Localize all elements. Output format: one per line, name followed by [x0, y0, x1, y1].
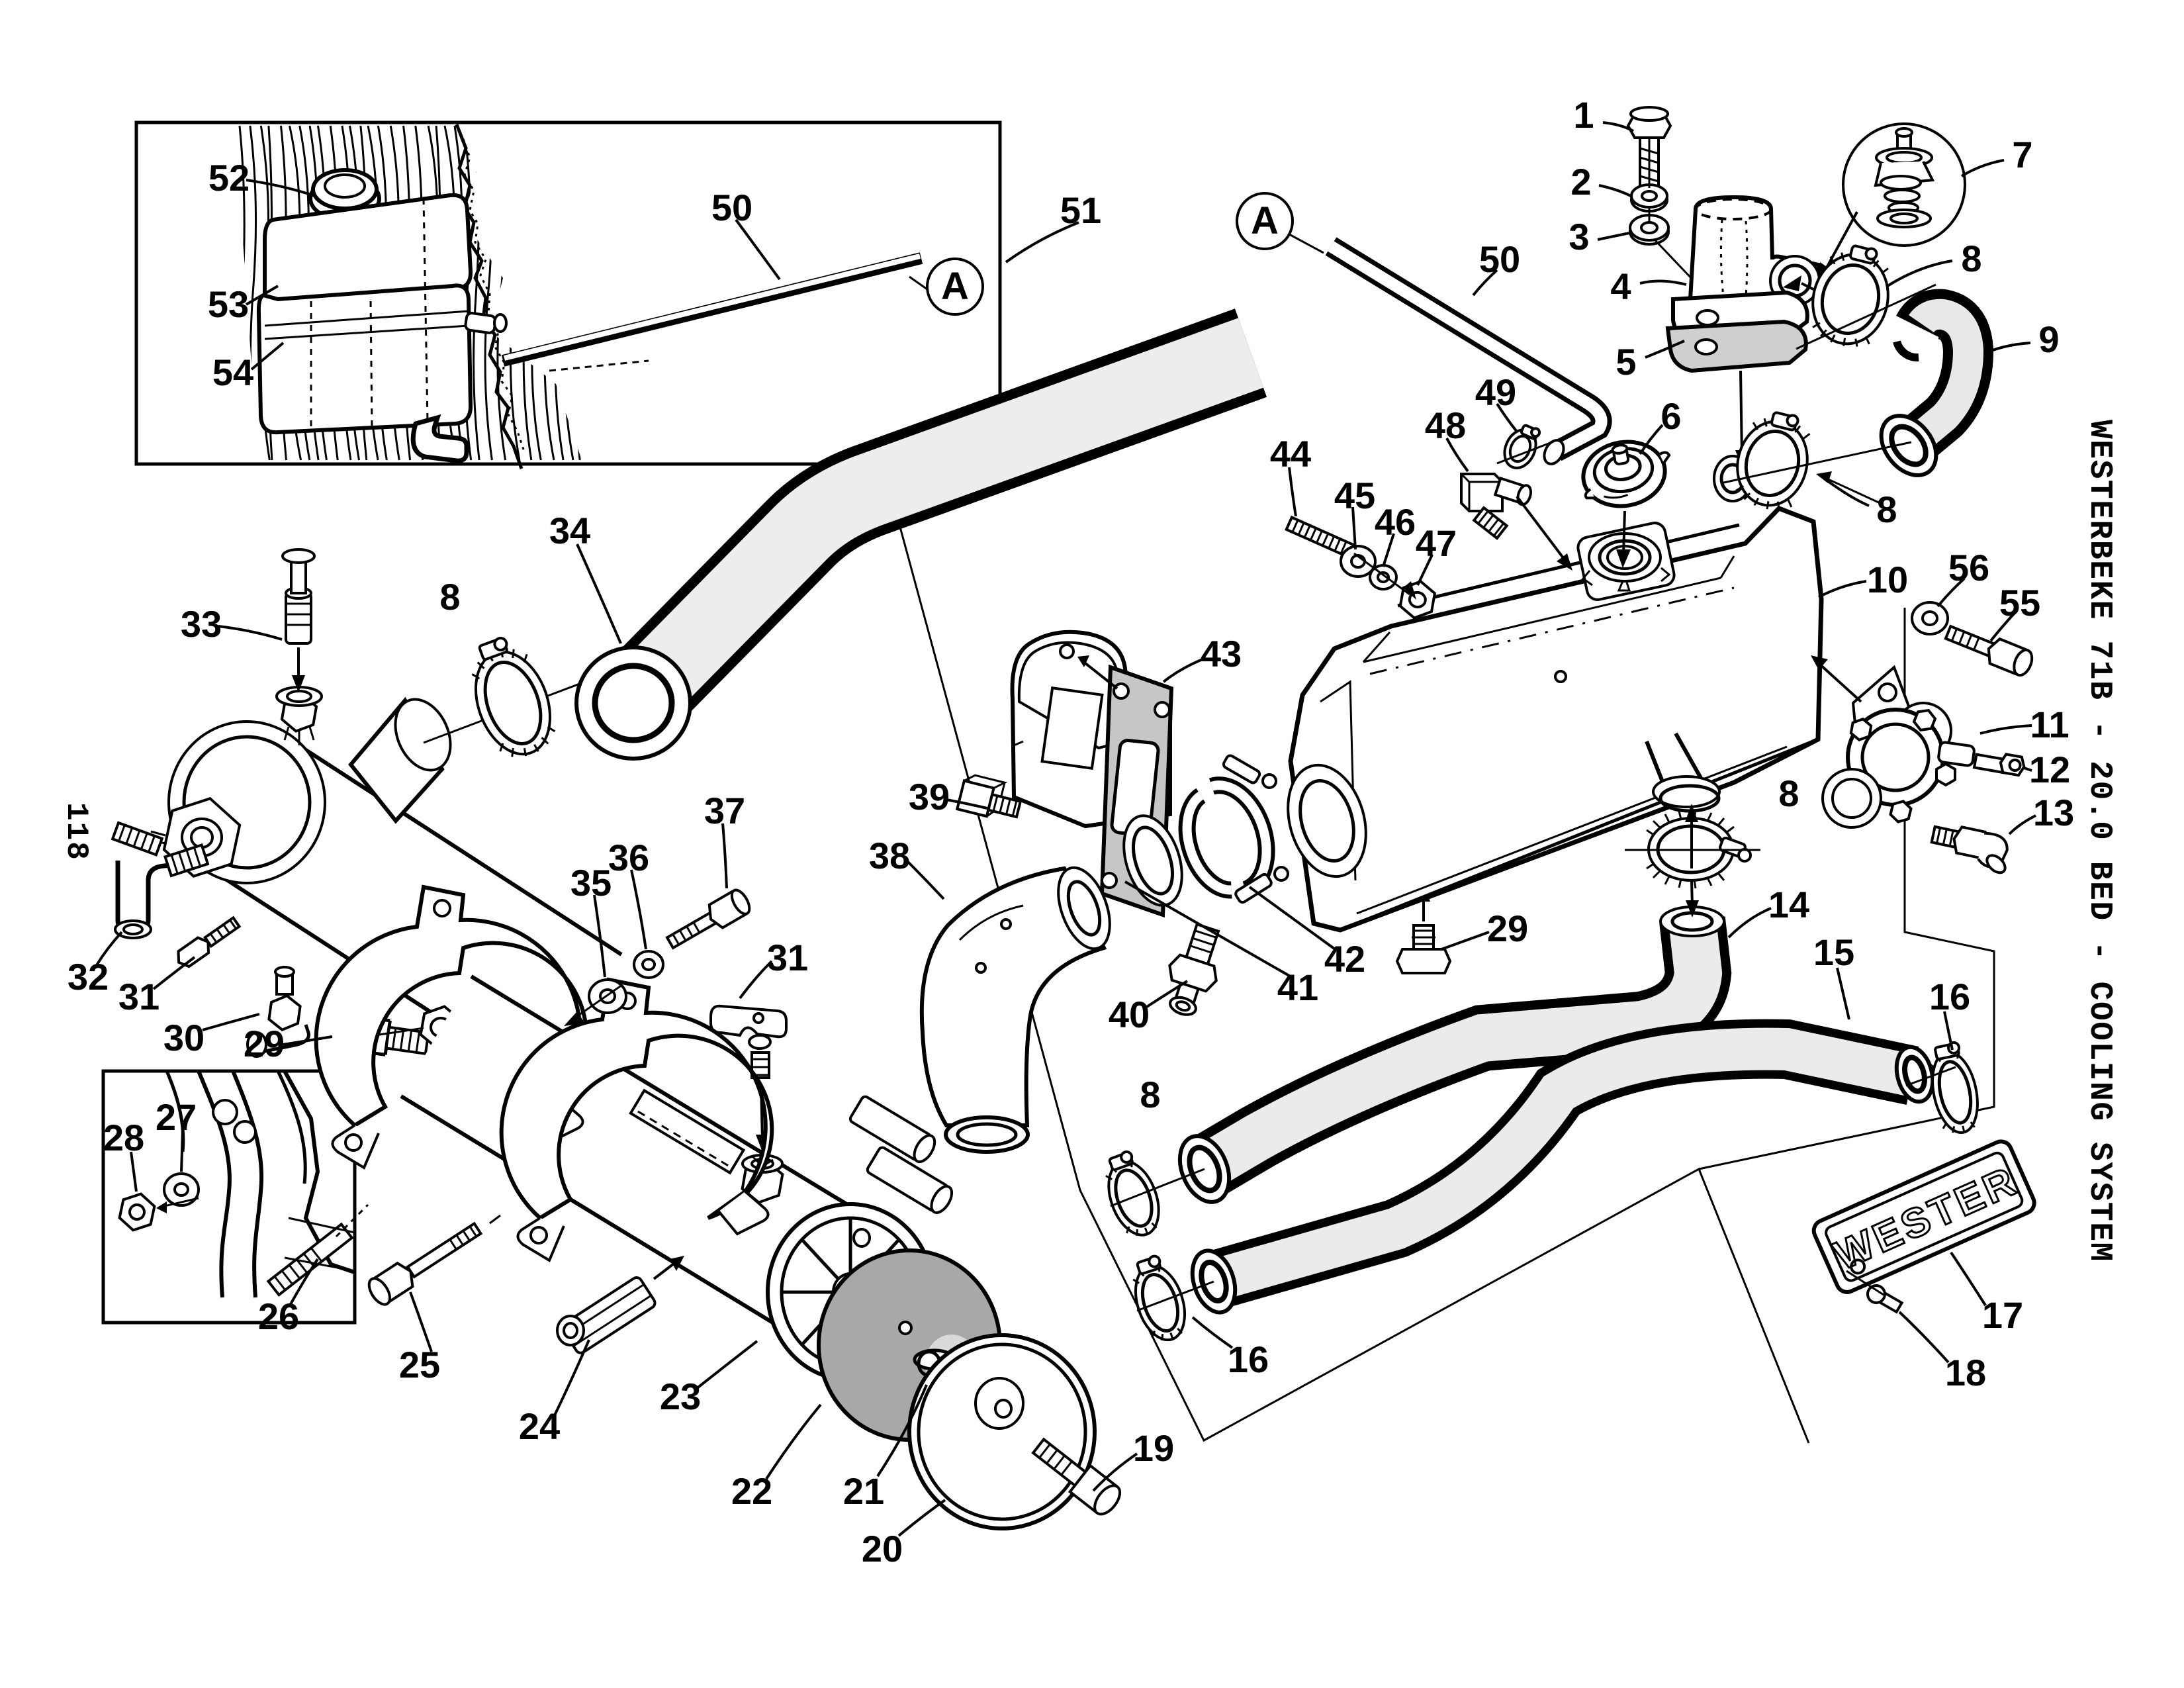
svg-text:17: 17 — [1982, 1294, 2023, 1336]
svg-text:55: 55 — [1999, 582, 2040, 624]
svg-text:15: 15 — [1813, 931, 1854, 973]
svg-text:31: 31 — [118, 976, 159, 1017]
svg-text:16: 16 — [1228, 1338, 1269, 1380]
svg-text:54: 54 — [212, 352, 253, 393]
svg-text:50: 50 — [711, 187, 752, 228]
svg-text:13: 13 — [2033, 792, 2074, 833]
svg-text:12: 12 — [2029, 749, 2070, 790]
svg-text:A: A — [1251, 199, 1279, 242]
svg-text:8: 8 — [1876, 489, 1897, 530]
svg-text:20: 20 — [862, 1528, 903, 1570]
svg-text:29: 29 — [244, 1023, 285, 1064]
svg-text:14: 14 — [1768, 884, 1809, 925]
svg-text:32: 32 — [68, 956, 109, 998]
svg-text:5: 5 — [1615, 341, 1636, 383]
svg-text:40: 40 — [1109, 994, 1150, 1035]
svg-text:44: 44 — [1270, 433, 1311, 475]
svg-text:27: 27 — [156, 1096, 197, 1138]
svg-text:21: 21 — [843, 1470, 884, 1512]
svg-text:39: 39 — [909, 776, 950, 818]
svg-text:33: 33 — [181, 603, 222, 645]
svg-text:42: 42 — [1324, 938, 1365, 980]
svg-text:34: 34 — [549, 510, 590, 551]
svg-text:19: 19 — [1133, 1427, 1174, 1469]
svg-text:10: 10 — [1867, 559, 1908, 600]
svg-text:1: 1 — [1573, 94, 1594, 136]
svg-text:43: 43 — [1201, 633, 1242, 675]
svg-text:41: 41 — [1277, 966, 1318, 1008]
svg-text:WESTERBEKE 71B - 20.0 BED - CO: WESTERBEKE 71B - 20.0 BED - COOLING SYST… — [2081, 420, 2117, 1262]
svg-text:7: 7 — [2012, 134, 2032, 175]
svg-text:51: 51 — [1060, 189, 1101, 231]
svg-text:4: 4 — [1610, 265, 1631, 307]
svg-text:50: 50 — [1479, 238, 1520, 280]
svg-text:29: 29 — [1487, 908, 1528, 949]
svg-text:23: 23 — [660, 1376, 701, 1417]
svg-text:8: 8 — [1140, 1074, 1160, 1115]
svg-text:16: 16 — [1929, 976, 1970, 1017]
svg-text:47: 47 — [1416, 522, 1457, 564]
svg-text:6: 6 — [1661, 395, 1681, 437]
svg-text:25: 25 — [399, 1344, 440, 1385]
svg-text:8: 8 — [1961, 238, 1981, 279]
svg-text:38: 38 — [869, 835, 910, 876]
svg-text:18: 18 — [1945, 1352, 1986, 1393]
svg-text:9: 9 — [2038, 318, 2059, 360]
svg-text:11: 11 — [2030, 704, 2069, 745]
svg-text:30: 30 — [163, 1017, 205, 1058]
svg-text:22: 22 — [731, 1470, 772, 1512]
svg-text:48: 48 — [1425, 404, 1466, 446]
svg-text:49: 49 — [1475, 371, 1516, 413]
svg-text:28: 28 — [103, 1117, 144, 1158]
svg-text:36: 36 — [608, 837, 649, 878]
svg-text:46: 46 — [1375, 501, 1416, 543]
svg-text:53: 53 — [208, 283, 249, 325]
svg-text:3: 3 — [1569, 216, 1589, 258]
svg-text:A: A — [941, 265, 969, 308]
svg-text:118: 118 — [59, 802, 93, 861]
svg-text:45: 45 — [1334, 475, 1375, 516]
svg-text:52: 52 — [208, 157, 250, 199]
svg-text:56: 56 — [1948, 547, 1989, 588]
svg-text:31: 31 — [767, 937, 808, 978]
svg-text:8: 8 — [1778, 773, 1799, 814]
svg-text:2: 2 — [1570, 161, 1591, 203]
svg-text:26: 26 — [258, 1295, 299, 1337]
svg-text:24: 24 — [519, 1405, 560, 1447]
svg-text:8: 8 — [439, 576, 460, 618]
svg-text:37: 37 — [704, 790, 745, 831]
svg-text:35: 35 — [570, 862, 612, 904]
